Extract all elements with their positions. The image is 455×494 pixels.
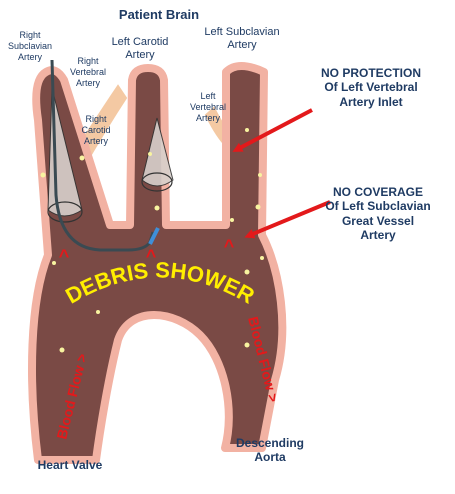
chevron-left: ^ — [59, 246, 70, 266]
left-vertebral-label: Left Vertebral Artery — [189, 91, 227, 123]
no-coverage-arrow — [244, 200, 331, 239]
no-coverage-callout: NO COVERAGE Of Left Subclavian Great Ves… — [325, 185, 431, 243]
debris-particles — [40, 128, 264, 353]
heart-valve-label: Heart Valve — [37, 458, 103, 472]
left-filter-rim — [141, 172, 173, 192]
right-subclavian-label: Right Subclavian Artery — [7, 30, 53, 62]
catheter — [50, 59, 155, 252]
right-carotid-label: Right Carotid Artery — [81, 114, 111, 146]
no-protection-arrow — [232, 108, 313, 152]
catheter-tip — [148, 227, 160, 245]
patient-brain-label: Patient Brain — [118, 7, 200, 22]
chevron-right: ^ — [224, 236, 235, 256]
descending-aorta-label: Descending Aorta — [235, 436, 304, 465]
right-filter-rim — [47, 201, 83, 223]
left-carotid-label: Left Carotid Artery — [111, 36, 169, 62]
aortic-arch — [28, 62, 287, 464]
no-protection-callout: NO PROTECTION Of Left Vertebral Artery I… — [320, 66, 421, 109]
left-subclavian-label: Left Subclavian Artery — [204, 26, 280, 52]
chevron-middle: ^ — [146, 246, 157, 266]
right-vertebral-label: Right Vertebral Artery — [69, 56, 107, 88]
